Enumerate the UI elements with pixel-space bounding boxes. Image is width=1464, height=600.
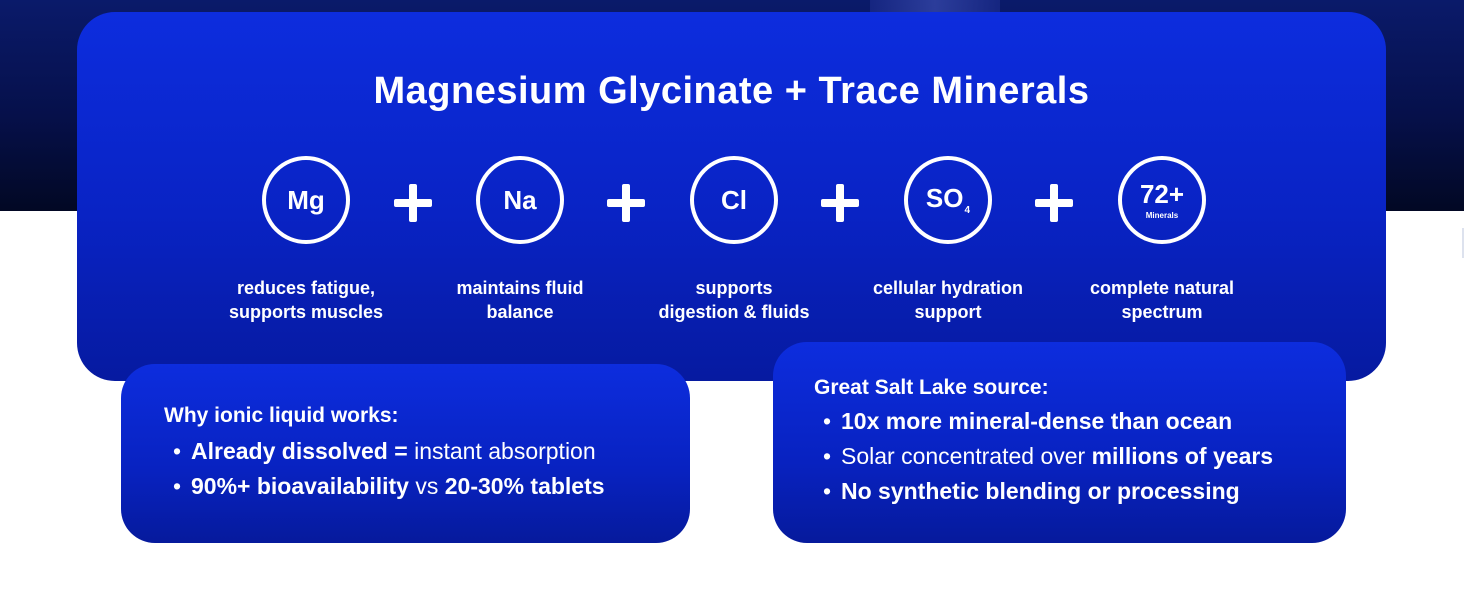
- mg-circle-icon: Mg: [262, 156, 350, 244]
- ionic-liquid-card: Why ionic liquid works: •Already dissolv…: [121, 364, 690, 543]
- plus-icon: [1035, 184, 1073, 222]
- so4-circle-icon: SO4: [904, 156, 992, 244]
- item-bold: Already dissolved =: [191, 438, 408, 464]
- mineral-so4: SO4 cellular hydration support: [848, 156, 1048, 324]
- mineral-symbol: 72+: [1139, 178, 1185, 209]
- item-bold: 90%+ bioavailability: [191, 473, 409, 499]
- source-list: •10x more mineral-dense than ocean •Sola…: [823, 404, 1273, 509]
- list-item: •90%+ bioavailability vs 20-30% tablets: [173, 473, 605, 499]
- card-heading: Why ionic liquid works:: [164, 404, 399, 427]
- list-item: •Solar concentrated over millions of yea…: [823, 443, 1274, 469]
- mineral-symbol: Mg: [287, 185, 325, 215]
- mineral-description: maintains fluid balance: [456, 278, 584, 322]
- salt-lake-card: Great Salt Lake source: •10x more minera…: [773, 342, 1346, 543]
- mineral-symbol: SO4: [926, 185, 970, 216]
- edge-divider: [1462, 228, 1464, 258]
- mineral-description: complete natural spectrum: [1089, 278, 1235, 322]
- item-text: vs: [408, 473, 445, 499]
- benefits-list: •Already dissolved = instant absorption …: [173, 434, 605, 504]
- mineral-subscript: 4: [964, 204, 971, 216]
- mineral-description: supports digestion & fluids: [658, 278, 810, 322]
- item-bold: 10x more mineral-dense than ocean: [841, 408, 1233, 434]
- cl-circle-icon: Cl: [690, 156, 778, 244]
- top-glow-decoration: [870, 0, 1000, 14]
- mineral-cl: Cl supports digestion & fluids: [634, 156, 834, 324]
- item-bold: No synthetic blending or processing: [841, 478, 1240, 504]
- minerals-panel: Magnesium Glycinate + Trace Minerals Mg …: [77, 12, 1386, 381]
- plus-icon: [821, 184, 859, 222]
- mineral-72-plus: 72+ Minerals complete natural spectrum: [1062, 156, 1262, 324]
- na-circle-icon: Na: [476, 156, 564, 244]
- mineral-symbol: Cl: [721, 185, 747, 215]
- item-text: instant absorption: [407, 438, 596, 464]
- mineral-na: Na maintains fluid balance: [420, 156, 620, 324]
- item-bold-2: 20-30% tablets: [444, 473, 605, 499]
- page-title: Magnesium Glycinate + Trace Minerals: [373, 70, 1090, 112]
- list-item: •10x more mineral-dense than ocean: [823, 408, 1233, 434]
- list-item: •Already dissolved = instant absorption: [173, 438, 596, 464]
- card-heading: Great Salt Lake source:: [814, 376, 1049, 399]
- minerals-row: Mg reduces fatigue, supports muscles Na …: [77, 156, 1386, 336]
- plus-icon: [607, 184, 645, 222]
- plus-icon: [394, 184, 432, 222]
- list-item: •No synthetic blending or processing: [823, 478, 1240, 504]
- mineral-small-label: Minerals: [1145, 210, 1179, 220]
- mineral-symbol-text: SO: [925, 182, 964, 213]
- mineral-mg: Mg reduces fatigue, supports muscles: [206, 156, 406, 324]
- 72-minerals-circle-icon: 72+ Minerals: [1118, 156, 1206, 244]
- item-text: Solar concentrated over: [841, 443, 1092, 469]
- mineral-description: reduces fatigue, supports muscles: [228, 278, 384, 322]
- item-bold-2: millions of years: [1091, 443, 1274, 469]
- mineral-symbol: Na: [503, 185, 537, 215]
- mineral-description: cellular hydration support: [872, 278, 1024, 322]
